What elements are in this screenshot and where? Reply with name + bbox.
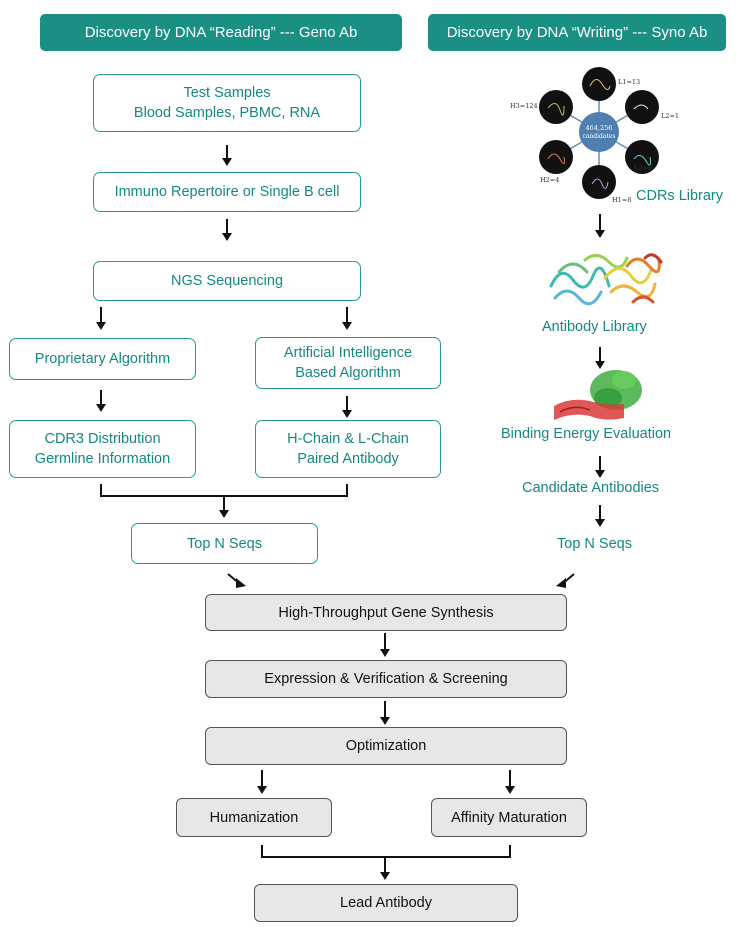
cdr-center-caption: candidates xyxy=(582,133,615,140)
lead-antibody-box: Lead Antibody xyxy=(254,884,518,922)
humanization-box: Humanization xyxy=(176,798,332,837)
proprietary-algorithm-box: Proprietary Algorithm xyxy=(9,338,196,380)
expression-screening-box: Expression & Verification & Screening xyxy=(205,660,567,698)
cdr-node-l2-label: L2=1 xyxy=(661,112,678,120)
ngs-sequencing-box: NGS Sequencing xyxy=(93,261,361,301)
optimization-box: Optimization xyxy=(205,727,567,765)
right-top-n-seqs-label: Top N Seqs xyxy=(557,536,632,552)
paired-antibody-box: H-Chain & L-Chain Paired Antibody xyxy=(255,420,441,478)
antibody-structure-graphic xyxy=(549,253,663,306)
affinity-maturation-box: Affinity Maturation xyxy=(431,798,587,837)
left-top-n-seqs-box: Top N Seqs xyxy=(131,523,318,564)
hchain-line2: Paired Antibody xyxy=(297,451,399,467)
cdr3-distribution-box: CDR3 Distribution Germline Information xyxy=(9,420,196,478)
cdrs-library-graphic: 464,256 candidates L1=13 L2=1 L3=9 H1=8 … xyxy=(510,67,678,204)
cdrs-library-label: CDRs Library xyxy=(636,188,724,204)
gene-synthesis-box: High-Throughput Gene Synthesis xyxy=(205,594,567,631)
cdr3-line1: CDR3 Distribution xyxy=(44,431,161,447)
cdr-node-h3 xyxy=(539,90,573,124)
ai-algorithm-box: Artificial Intelligence Based Algorithm xyxy=(255,337,441,389)
antibody-library-label: Antibody Library xyxy=(542,319,647,335)
binding-energy-graphic xyxy=(554,370,642,420)
cdr-node-h1 xyxy=(582,165,616,199)
immuno-repertoire-box: Immuno Repertoire or Single B cell xyxy=(93,172,361,212)
cdr-node-h3-label: H3=124 xyxy=(510,102,538,110)
cdr-center-count: 464,256 xyxy=(586,124,613,132)
cdr3-line2: Germline Information xyxy=(34,451,171,467)
cdr-node-l2 xyxy=(625,90,659,124)
test-samples-box: Test Samples Blood Samples, PBMC, RNA xyxy=(93,74,361,132)
test-samples-title: Test Samples xyxy=(183,85,271,101)
header-writing: Discovery by DNA “Writing” --- Syno Ab xyxy=(428,14,726,51)
test-samples-detail: Blood Samples, PBMC, RNA xyxy=(133,105,321,121)
cdr-node-h2-label: H2=4 xyxy=(540,176,559,184)
ai-algorithm-line2: Based Algorithm xyxy=(295,365,401,381)
header-reading: Discovery by DNA “Reading” --- Geno Ab xyxy=(40,14,402,51)
cdr-node-h1-label: H1=8 xyxy=(612,196,631,204)
cdr-center xyxy=(579,112,619,152)
cdr-node-h2 xyxy=(539,140,573,174)
cdr-node-l1-label: L1=13 xyxy=(618,78,640,86)
binding-energy-label: Binding Energy Evaluation xyxy=(501,426,672,442)
cdr-node-l1 xyxy=(582,67,616,101)
merge-bracket-left xyxy=(100,484,348,497)
merge-bracket-bottom xyxy=(261,845,511,858)
cdr-node-l3 xyxy=(625,140,659,174)
cdr-node-l3-label: L3=9 xyxy=(634,164,652,172)
candidate-antibodies-label: Candidate Antibodies xyxy=(522,480,660,496)
hchain-line1: H-Chain & L-Chain xyxy=(287,431,409,447)
ai-algorithm-line1: Artificial Intelligence xyxy=(283,345,413,361)
